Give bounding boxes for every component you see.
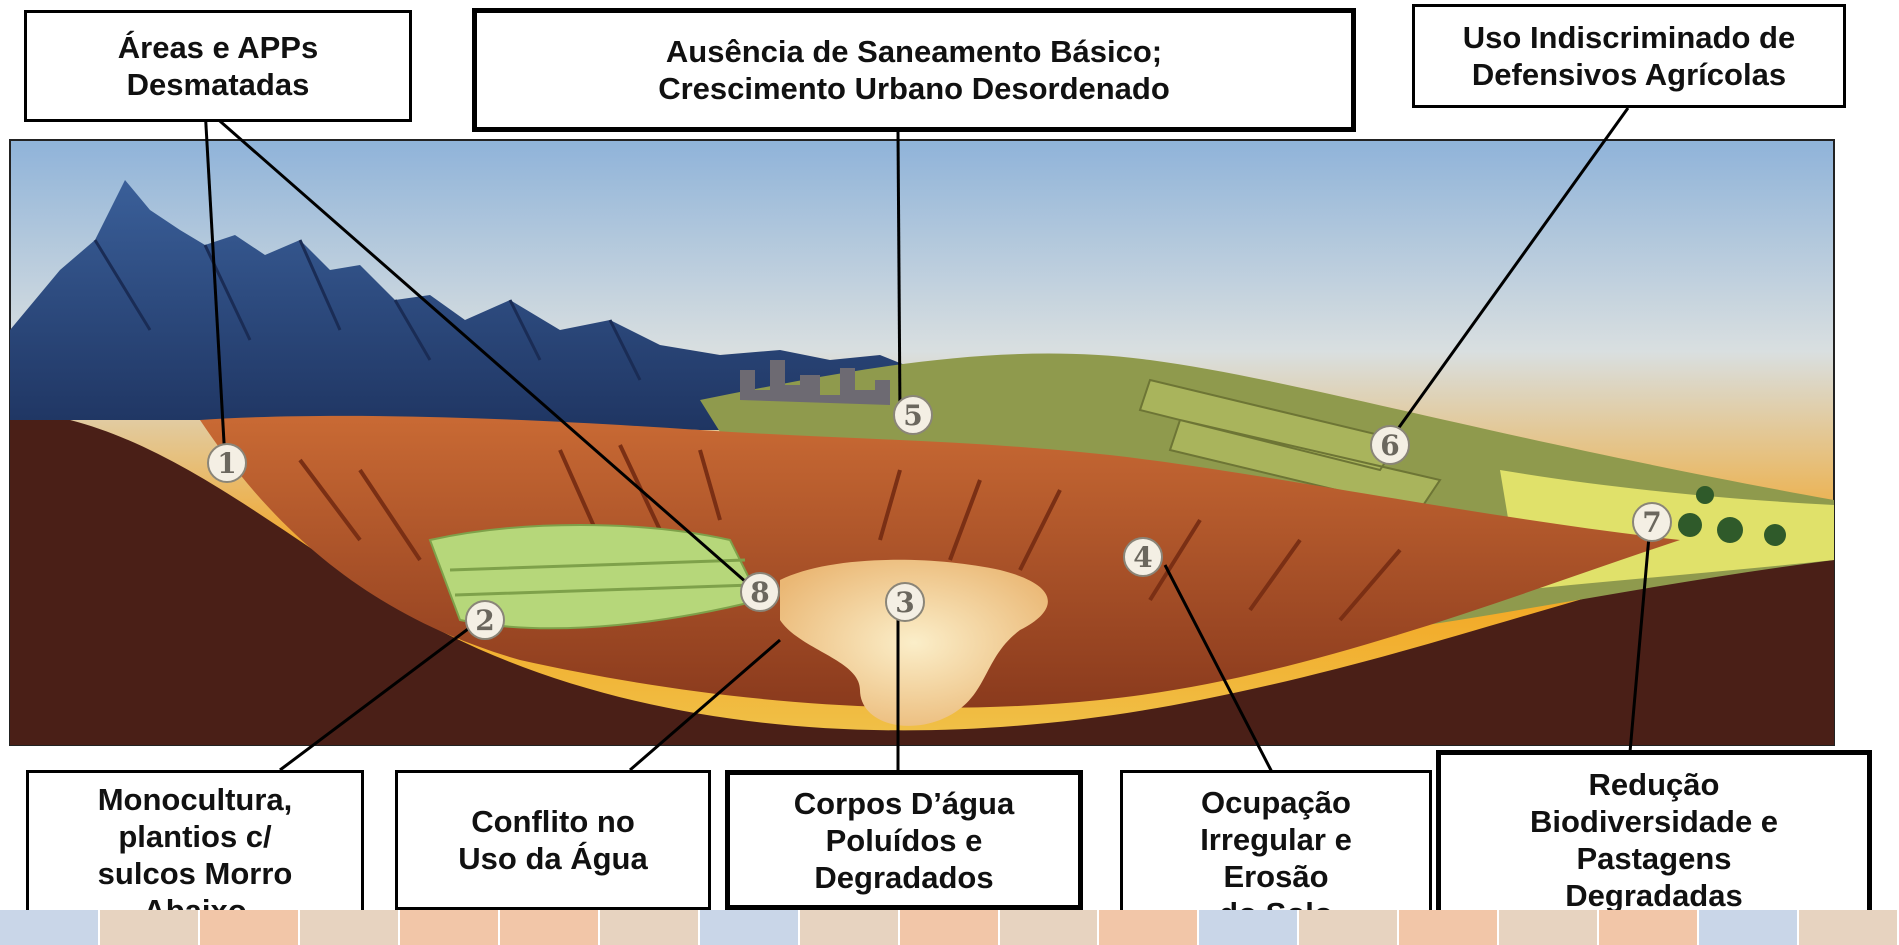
strip-segment [199,910,300,945]
label-line: Degradados [814,859,994,895]
marker-number-3: 3 [895,586,914,619]
strip-segment [1399,910,1500,945]
polluted-water-body [780,559,1048,726]
strip-segment [0,910,100,945]
marker-circle-4 [1123,537,1163,577]
marker-number-6: 6 [1380,429,1399,462]
marker-number-7: 7 [1642,506,1661,539]
strip-segment [799,910,900,945]
label-line: Ocupação [1201,784,1351,820]
strip-segment [699,910,800,945]
label-line: Crescimento Urbano Desordenado [658,71,1170,106]
label-line: Áreas e APPs [117,30,319,65]
marker-circle-3 [885,582,925,622]
strip-segment [1799,910,1899,945]
marker-number-5: 5 [903,399,922,432]
marker-number-2: 2 [475,604,494,637]
label-line: Degradadas [1565,878,1743,913]
field-furrows [449,558,753,597]
marker-number-4: 4 [1133,541,1152,574]
strip-segment [399,910,500,945]
label-line: Desmatadas [126,67,310,102]
label-line: Uso da Água [458,841,648,876]
strip-segment [1499,910,1600,945]
marker-circle-7 [1632,502,1672,542]
mountain-ridge-lines [93,239,642,381]
marker-circle-1 [207,443,247,483]
label-line: Erosão [1223,858,1329,894]
strip-segment [1299,910,1400,945]
strip-segment [1599,910,1700,945]
strip-segment [999,910,1100,945]
label-line: Corpos D’água [793,785,1015,821]
marker-number-8: 8 [750,576,769,609]
label-line: Poluídos e [825,822,983,858]
label-line: Redução [1588,767,1720,802]
marker-number-1: 1 [217,447,236,480]
label-line: plantios c/ [118,819,272,854]
label-line: Irregular e [1200,821,1352,857]
strip-segment [599,910,700,945]
label-line: Uso Indiscriminado de [1462,20,1796,55]
marker-circle-2 [465,600,505,640]
label-line: Biodiversidade e [1529,804,1779,839]
label-line: sulcos Morro [97,856,293,891]
label-line: Conflito no [471,804,635,839]
strip-segment [1699,910,1800,945]
strip-segment [899,910,1000,945]
number-markers: 1 2 3 4 5 6 7 8 [207,395,1672,640]
strip-segment [1099,910,1200,945]
label-box-sanitation: Ausência de Saneamento Básico;Cresciment… [472,8,1356,132]
city-skyline [740,360,890,405]
leader-lines [203,106,1652,779]
strip-segment [499,910,600,945]
marker-circle-8 [740,572,780,612]
marker-circle-6 [1370,425,1410,465]
strip-segment [1199,910,1300,945]
label-line: Ausência de Saneamento Básico; [665,34,1163,69]
label-line: Monocultura, [97,782,293,817]
strip-segment [299,910,400,945]
label-line: Pastagens [1576,841,1732,876]
bottom-color-strip [0,910,1899,945]
strip-segment [99,910,200,945]
soil-cross-section [10,410,1834,745]
marker-circle-5 [893,395,933,435]
label-line: Defensivos Agrícolas [1471,57,1787,92]
